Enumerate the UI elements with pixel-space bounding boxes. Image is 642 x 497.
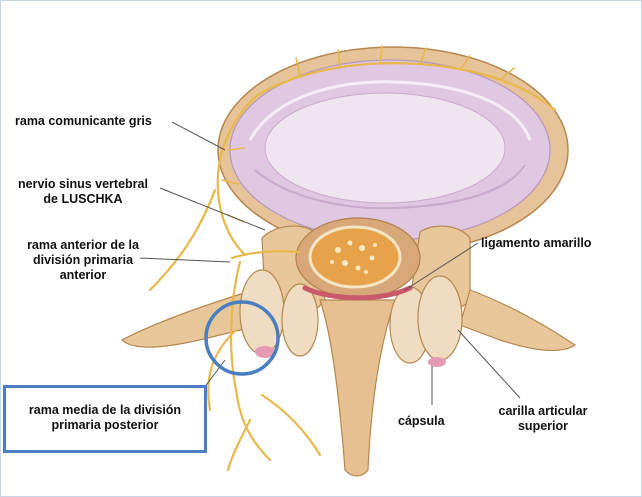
highlight-box-rama-media: rama media de la división primaria poste… xyxy=(3,385,207,453)
spinous-process xyxy=(319,299,396,477)
label-rama-media-line-2: primaria posterior xyxy=(51,418,159,432)
label-rama-media: rama media de la división primaria poste… xyxy=(6,403,204,433)
label-nervio-line-2: de LUSCHKA xyxy=(43,192,123,206)
label-carilla-line-1: carilla articular xyxy=(498,404,588,418)
right-transverse-process xyxy=(459,289,577,351)
highlight-circle xyxy=(204,300,280,376)
label-carilla-articular-superior: carilla articular superior xyxy=(478,404,608,434)
capsule-right xyxy=(428,357,446,367)
nerve-network xyxy=(148,62,557,472)
label-rama-comunicante-gris: rama comunicante gris xyxy=(15,114,152,128)
label-rama-media-line-1: rama media de la división xyxy=(28,403,182,417)
label-rama-anterior-line-2: división primaria xyxy=(32,253,134,267)
ligamentum-flavum xyxy=(302,285,413,301)
label-carilla-line-2: superior xyxy=(517,419,568,433)
label-nervio-sinus-vertebral: nervio sinus vertebral de LUSCHKA xyxy=(8,177,158,207)
capsule-left xyxy=(255,346,275,358)
label-rama-anterior: rama anterior de la división primaria an… xyxy=(8,238,158,283)
nucleus xyxy=(264,92,506,204)
leader-lines xyxy=(139,121,521,405)
disc-lamellae xyxy=(248,80,532,141)
label-nervio-line-1: nervio sinus vertebral xyxy=(18,177,148,191)
label-capsula: cápsula xyxy=(398,414,445,428)
label-rama-anterior-line-1: rama anterior de la xyxy=(27,238,139,252)
label-rama-anterior-line-3: anterior xyxy=(59,268,107,282)
label-ligamento-amarillo: ligamento amarillo xyxy=(481,236,592,250)
spinal-cord xyxy=(308,225,402,289)
